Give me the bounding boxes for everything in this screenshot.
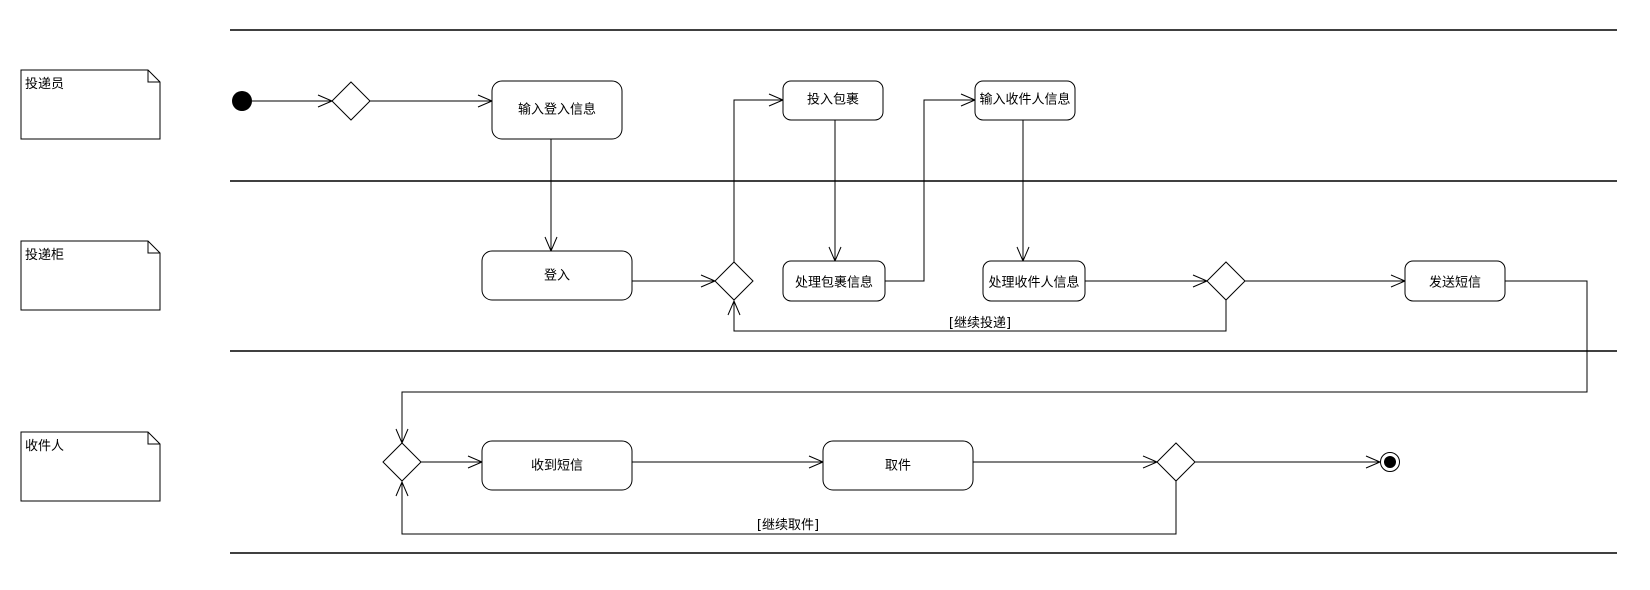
initial-node xyxy=(232,91,252,111)
action-login: 登入 xyxy=(481,250,633,301)
edge-continue-deposit-loop xyxy=(734,300,1227,332)
guard-continue-deposit: [继续投递] xyxy=(949,315,1011,331)
action-input-login: 输入登入信息 xyxy=(491,80,623,140)
decision-node-after-pickup xyxy=(1156,442,1196,482)
action-deposit-package: 投入包裹 xyxy=(782,80,884,121)
swimlane-lines xyxy=(230,29,1617,554)
action-process-recipient-label: 处理收件人信息 xyxy=(988,275,1079,291)
action-send-sms: 发送短信 xyxy=(1404,260,1506,302)
lane-note-courier: 投递员 xyxy=(20,69,161,140)
action-receive-sms: 收到短信 xyxy=(481,440,633,491)
action-deposit-package-label: 投入包裹 xyxy=(807,92,859,108)
action-send-sms-label: 发送短信 xyxy=(1429,275,1481,291)
action-process-recipient: 处理收件人信息 xyxy=(982,260,1086,302)
action-input-recipient-label: 输入收件人信息 xyxy=(979,92,1070,108)
edge-decision-to-deposit xyxy=(733,100,783,262)
action-process-package: 处理包裹信息 xyxy=(782,260,886,302)
action-input-login-label: 输入登入信息 xyxy=(518,102,596,118)
guard-continue-pickup: [继续取件] xyxy=(757,518,819,533)
flow-edges xyxy=(252,100,1588,535)
decision-node-recipient-merge xyxy=(382,442,422,482)
lane-label-locker: 投递柜 xyxy=(25,247,64,263)
action-input-recipient: 输入收件人信息 xyxy=(974,80,1076,121)
action-receive-sms-label: 收到短信 xyxy=(531,459,583,474)
edge-process-package-to-input-recipient xyxy=(885,100,975,282)
decision-node-after-login xyxy=(714,261,754,301)
decision-node-start xyxy=(331,81,371,121)
edge-continue-pickup-loop xyxy=(402,481,1177,535)
lane-note-locker: 投递柜 xyxy=(20,240,161,311)
decision-node-after-process xyxy=(1206,261,1246,301)
lane-label-recipient: 收件人 xyxy=(25,439,64,454)
action-login-label: 登入 xyxy=(544,269,570,284)
edge-send-sms-to-recipient-decision xyxy=(402,280,1588,443)
action-process-package-label: 处理包裹信息 xyxy=(795,275,873,291)
lane-note-recipient: 收件人 xyxy=(20,431,161,502)
final-node xyxy=(1380,452,1400,472)
lane-label-courier: 投递员 xyxy=(25,76,64,92)
action-pickup: 取件 xyxy=(822,440,974,491)
action-pickup-label: 取件 xyxy=(885,459,911,474)
